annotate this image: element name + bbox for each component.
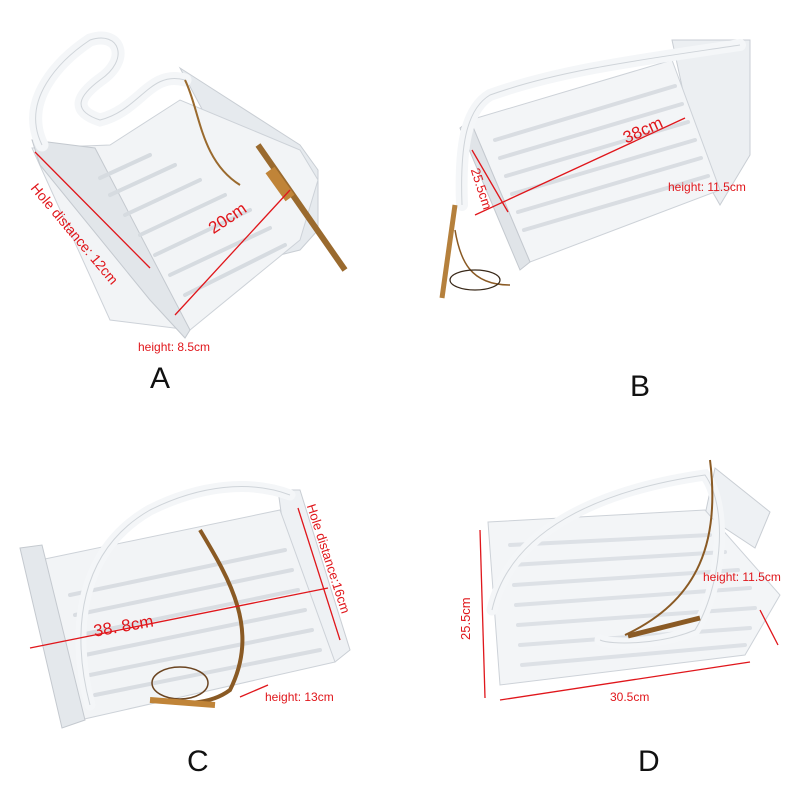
dimension-height-label: height: 11.5cm: [703, 570, 781, 584]
panel-a: 20cm Hole distance: 12cm height: 8.5cm A: [0, 0, 400, 400]
dimension-height-label: height: 13cm: [265, 690, 334, 704]
panel-d: 25.5cm 30.5cm height: 11.5cm D: [400, 400, 800, 800]
evaporator-tray-d-photo: [479, 459, 781, 701]
dimension-height-label: height: 8.5cm: [138, 340, 211, 354]
dimension-depth-label: 25.5cm: [458, 597, 473, 640]
panel-letter: B: [630, 370, 651, 403]
panel-letter: C: [187, 745, 209, 778]
panel-c: 38. 8cm Hole distance:16cm height: 13cm …: [0, 400, 400, 800]
evaporator-tray-c-photo: [19, 481, 351, 729]
dimension-width-label: 30.5cm: [610, 690, 650, 704]
panel-b: 38cm 25.5cm height: 11.5cm B: [400, 0, 800, 403]
evaporator-tray-a-photo: [29, 31, 348, 339]
panel-letter: A: [150, 362, 171, 395]
evaporator-tray-b-photo: [439, 39, 751, 299]
dimension-height-label: height: 11.5cm: [668, 180, 746, 194]
panel-letter: D: [638, 745, 660, 778]
